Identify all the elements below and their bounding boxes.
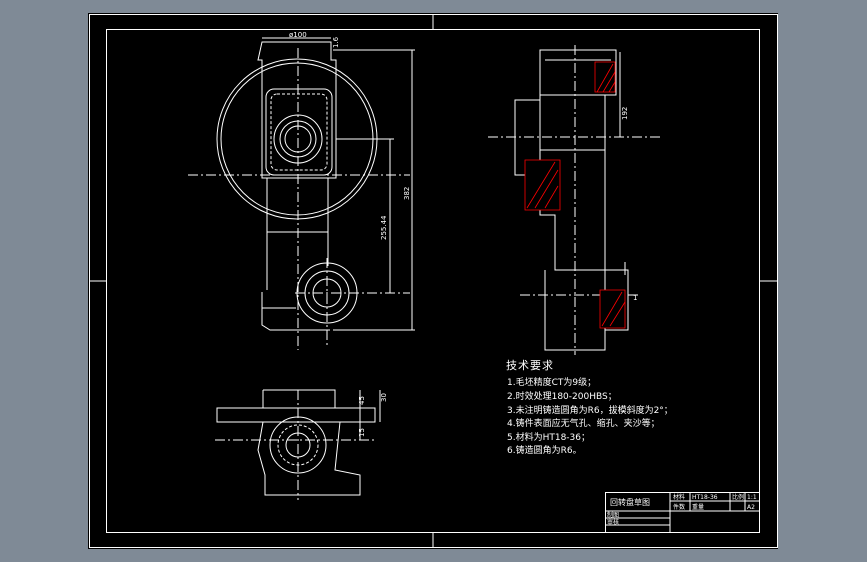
side-view bbox=[488, 45, 660, 355]
dim-text-dia: ø100 bbox=[289, 31, 307, 39]
title-block-material-label: 材料 bbox=[673, 493, 685, 501]
top-window bbox=[265, 88, 333, 176]
hub-mid bbox=[279, 120, 317, 158]
dim-text-side-small: 1 bbox=[633, 294, 637, 302]
title-block-material: HT18-36 bbox=[692, 494, 718, 501]
dim-text-382: 382 bbox=[403, 187, 411, 200]
dim-text-small: 1.6 bbox=[332, 36, 340, 48]
title-block-drawn-label: 制图 bbox=[607, 511, 619, 519]
tech-requirements-title: 技术要求 bbox=[506, 359, 554, 372]
tech-requirement-1: 1.毛坯精度CT为9级； bbox=[507, 378, 597, 388]
front-view bbox=[188, 37, 415, 350]
bottom-flange bbox=[216, 407, 376, 423]
title-block-sheet: A2 bbox=[747, 504, 755, 511]
tech-requirement-3: 3.未注明铸造圆角为R6，拔模斜度为2°； bbox=[507, 406, 673, 416]
dim-text-45: 45 bbox=[358, 396, 366, 405]
title-block-scale-label: 比例 bbox=[732, 493, 744, 501]
side-boss-flange bbox=[605, 269, 629, 331]
bottom-boss-mid bbox=[277, 424, 319, 466]
bottom-body bbox=[261, 292, 330, 331]
side-top-block bbox=[539, 49, 617, 96]
tech-requirement-2: 2.时效处理180-200HBS； bbox=[507, 392, 617, 402]
tech-requirement-5: 5.材料为HT18-36； bbox=[507, 433, 591, 443]
dim-text-30: 30 bbox=[380, 393, 388, 402]
title-block-qty-label: 件数 bbox=[673, 503, 685, 511]
dim-text-15: 15 bbox=[358, 428, 366, 437]
bottom-boss-outer bbox=[269, 416, 327, 474]
boss-mid bbox=[304, 270, 350, 316]
inner-border bbox=[106, 29, 760, 533]
title-block-weight-label: 重量 bbox=[692, 503, 704, 511]
top-window-dashed bbox=[270, 93, 328, 171]
hub-inner bbox=[284, 125, 312, 153]
title-block-drawing-name: 回转盘草图 bbox=[610, 497, 650, 507]
bottom-boss-inner bbox=[285, 432, 311, 458]
bottom-top-block bbox=[262, 389, 336, 408]
dim-text-192: 192 bbox=[621, 107, 629, 120]
bottom-body bbox=[257, 421, 361, 496]
dim-text-255: 255.44 bbox=[380, 215, 388, 240]
drawing-sheet bbox=[88, 13, 778, 549]
arm-sides bbox=[266, 178, 329, 290]
title-block-checked-label: 审核 bbox=[607, 518, 619, 526]
section-hatching bbox=[524, 61, 626, 329]
boss-inner bbox=[312, 278, 342, 308]
title-block-scale: 1:1 bbox=[747, 494, 757, 501]
tech-requirement-6: 6.铸造圆角为R6。 bbox=[507, 446, 582, 456]
title-block bbox=[605, 492, 760, 533]
boss-outer bbox=[296, 262, 358, 324]
top-body bbox=[257, 41, 337, 179]
bottom-view bbox=[215, 389, 381, 500]
hub-outer bbox=[273, 114, 323, 164]
tech-requirement-4: 4.铸件表面应无气孔、缩孔、夹沙等； bbox=[507, 419, 660, 429]
